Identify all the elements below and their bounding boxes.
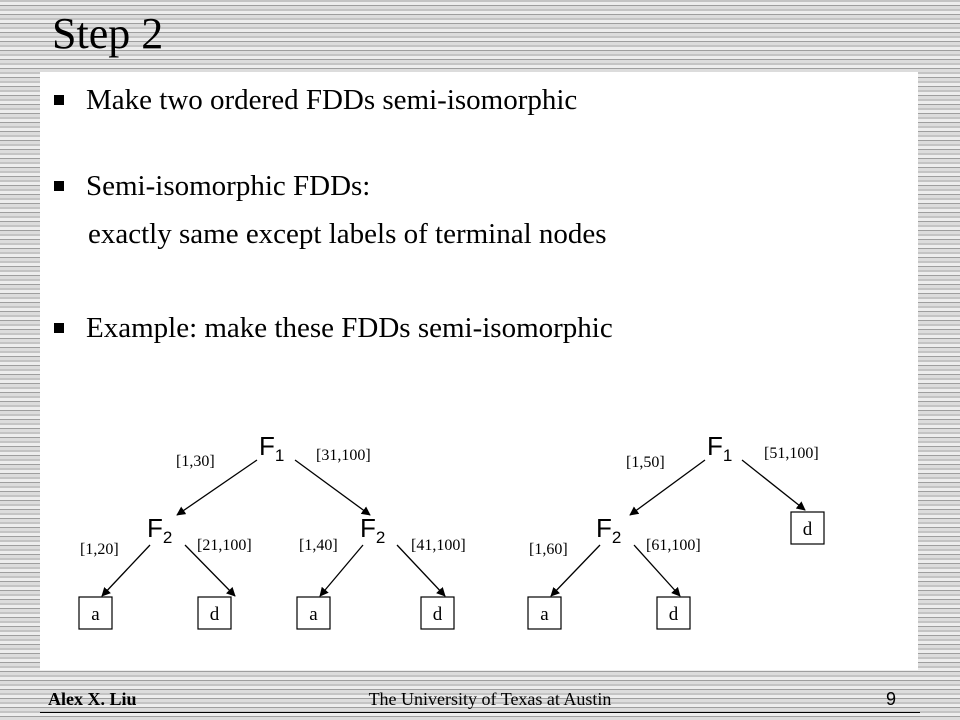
terminal-node-box [420, 596, 455, 630]
edge-label: [1,60] [529, 541, 568, 558]
edge-label: [31,100] [316, 447, 371, 464]
terminal-node-box [296, 596, 331, 630]
square-bullet-icon [54, 181, 64, 192]
terminal-node-label: d [669, 604, 679, 625]
terminal-node-box [197, 596, 232, 630]
left-fdd: F1 F2 F2 [1,30] [31,100] [1,20] [21,100]… [78, 431, 466, 630]
edge-arrow [396, 544, 446, 597]
footer-author: Alex X. Liu [48, 689, 137, 709]
fdd-node-f2: F2 [147, 513, 172, 547]
fdd-node-f2: F2 [596, 513, 621, 547]
terminal-node-box [78, 596, 113, 630]
right-fdd: F1 F2 [1,50] [51,100] [1,60] [61,100] d … [527, 431, 825, 630]
edge-arrow [184, 544, 236, 597]
terminal-node-box [790, 511, 825, 545]
bullet-continuation: exactly same except labels of terminal n… [88, 218, 607, 250]
fdd-node-f1: F1 [707, 431, 732, 465]
footer-divider [40, 712, 920, 713]
edge-label: [61,100] [646, 537, 701, 554]
edge-label: [51,100] [764, 445, 819, 462]
edge-arrow [101, 544, 151, 597]
edge-arrow [741, 459, 806, 511]
edge-label: [1,40] [299, 537, 338, 554]
page-number: 9 [886, 689, 897, 709]
square-bullet-icon [54, 323, 64, 334]
terminal-node-box [656, 596, 691, 630]
square-bullet-icon [54, 95, 64, 106]
edge-arrow [294, 459, 371, 516]
terminal-node-label: d [210, 604, 220, 625]
edge-label: [1,20] [80, 541, 119, 558]
edge-label: [1,30] [176, 453, 215, 470]
slide-content: Make two ordered FDDs semi-isomorphic Se… [40, 72, 918, 670]
footer-institution: The University of Texas at Austin [368, 689, 612, 709]
bullet-item: Make two ordered FDDs semi-isomorphic [54, 84, 577, 117]
fdd-node-f1: F1 [259, 431, 284, 465]
terminal-node-label: a [309, 604, 318, 625]
bullet-text: Make two ordered FDDs semi-isomorphic [86, 84, 578, 116]
edge-arrow [319, 544, 364, 597]
slide-title: Step 2 [52, 9, 164, 58]
edge-arrow [550, 544, 601, 597]
edge-arrow [176, 459, 258, 516]
bullet-text: Example: make these FDDs semi-isomorphic [86, 312, 613, 344]
bullet-text: Semi-isomorphic FDDs: [86, 170, 371, 202]
fdd-node-f2: F2 [360, 513, 385, 547]
edge-arrow [629, 459, 706, 516]
edge-label: [21,100] [197, 537, 252, 554]
terminal-node-label: a [91, 604, 100, 625]
terminal-node-box [527, 596, 562, 630]
edge-arrow [633, 544, 681, 597]
terminal-node-label: d [433, 604, 443, 625]
edge-label: [41,100] [411, 537, 466, 554]
edge-label: [1,50] [626, 454, 665, 471]
bullet-item: Example: make these FDDs semi-isomorphic [54, 312, 613, 345]
terminal-node-label: d [803, 519, 813, 540]
terminal-node-label: a [540, 604, 549, 625]
bullet-item: Semi-isomorphic FDDs: [54, 170, 370, 203]
